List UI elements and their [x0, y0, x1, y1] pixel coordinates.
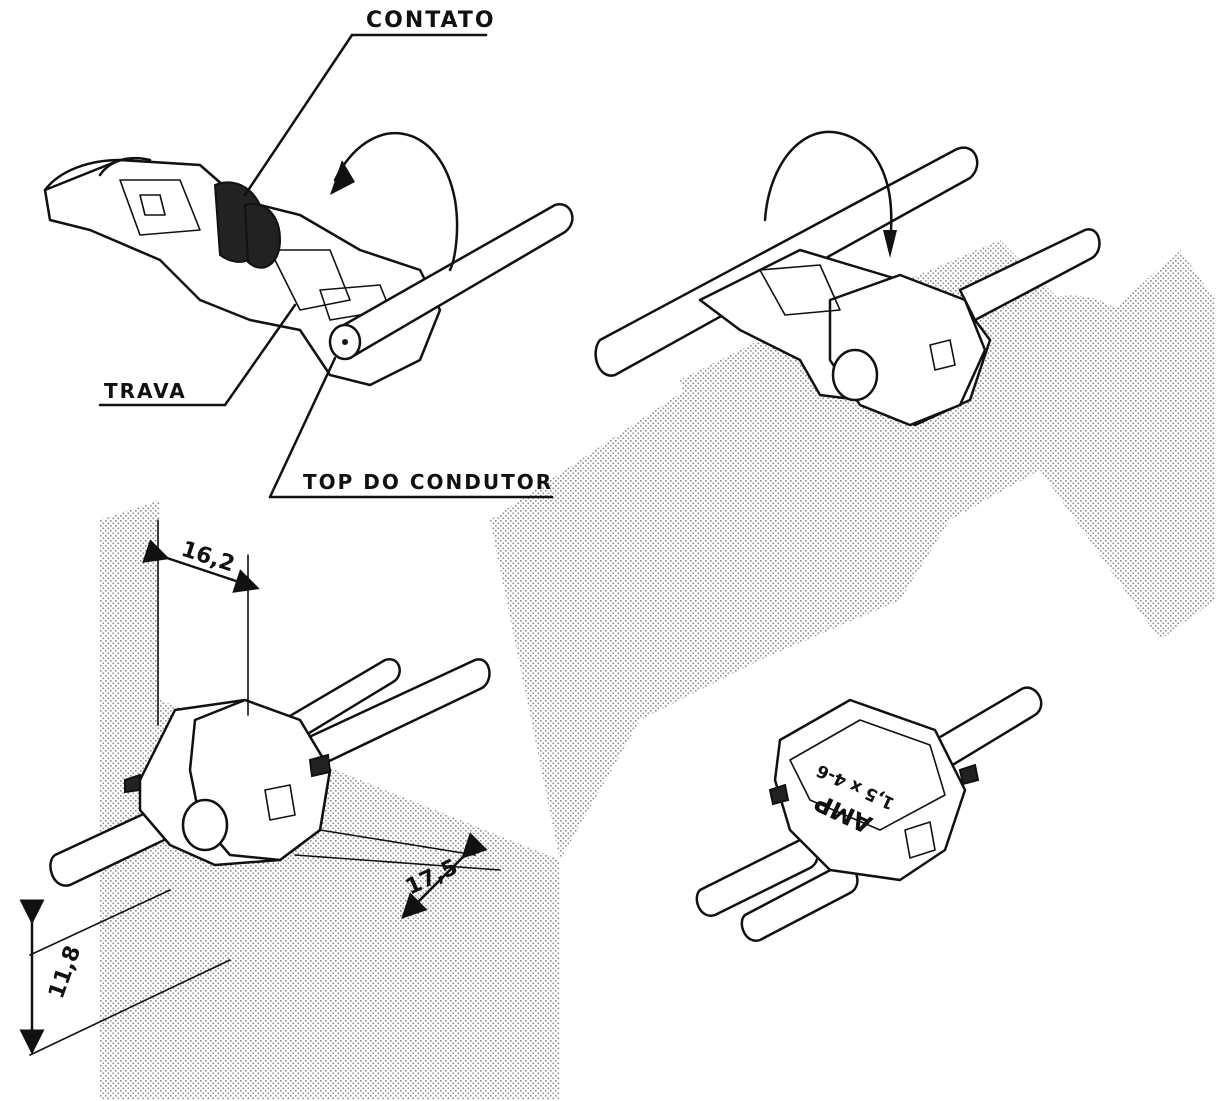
label-contact-group: CONTATO: [243, 8, 496, 197]
wire-lower: [958, 228, 1101, 322]
closing-arrow: [763, 130, 893, 247]
marked-body: [773, 698, 967, 882]
stippled-watermark: [100, 240, 1215, 1100]
wire-conductor: [333, 202, 574, 357]
finished-connector-illustration: [695, 686, 1043, 942]
dimensioned-connector-illustration: [19, 519, 501, 1056]
label-lock-group: TRAVA: [98, 303, 297, 407]
label-conductor-top: TOP DO CONDUTOR: [303, 470, 553, 494]
closing-connector-illustration: [594, 130, 1101, 427]
open-connector-illustration: [43, 131, 574, 387]
rotation-arrow: [333, 131, 459, 272]
label-lock: TRAVA: [104, 379, 187, 403]
label-contact: CONTATO: [366, 8, 496, 33]
label-conductor-top-group: TOP DO CONDUTOR: [268, 356, 554, 499]
dimension-height: 11,8: [44, 942, 86, 1002]
